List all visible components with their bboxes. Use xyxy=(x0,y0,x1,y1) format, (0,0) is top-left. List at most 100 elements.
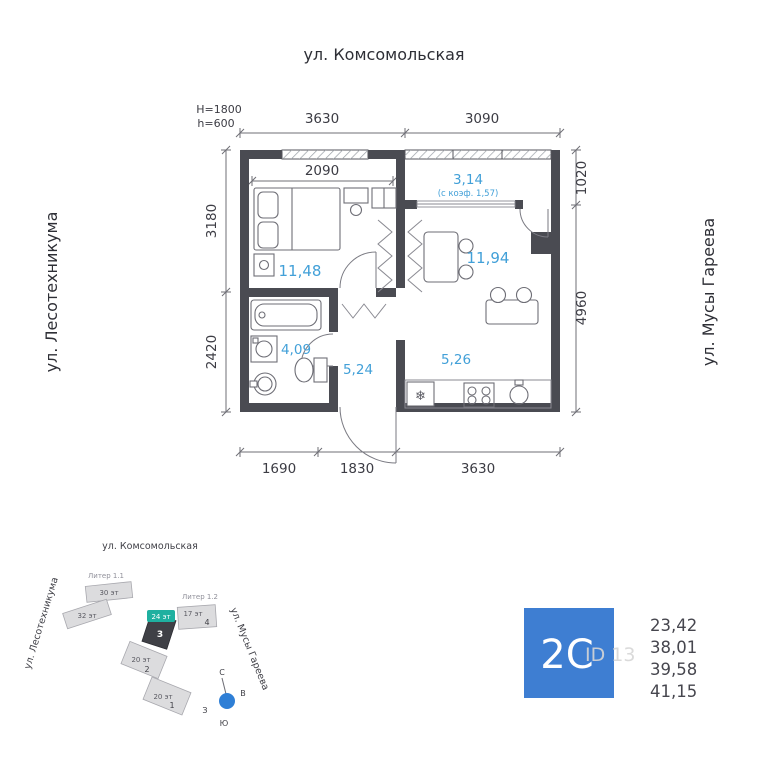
living-area-label: 11,94 xyxy=(467,249,510,267)
closet-symbol xyxy=(341,303,387,319)
washing-machine xyxy=(250,335,278,363)
window-spec-note: H=1800 h=600 xyxy=(196,103,241,130)
dim-left-1: 3180 xyxy=(204,204,220,238)
plan-code-label: 2С xyxy=(540,632,593,678)
desk xyxy=(343,187,369,204)
nightstand xyxy=(253,253,275,277)
building-32 xyxy=(62,598,112,630)
dim-right-2: 4960 xyxy=(574,291,590,325)
chair xyxy=(458,264,474,280)
area-total-3: 39,58 xyxy=(650,660,697,679)
compass-north: С xyxy=(219,668,225,677)
street-label-left: ул. Лесотехникума xyxy=(42,212,61,373)
dim-top-2: 3090 xyxy=(465,111,499,127)
hall-furniture xyxy=(341,303,387,319)
compass-west: З xyxy=(202,706,207,715)
street-label-top: ул. Комсомольская xyxy=(303,45,464,64)
minimap-street-left: ул. Лесотехникума xyxy=(22,576,60,671)
building-24-chip xyxy=(147,610,175,622)
balcony-inner-window xyxy=(416,200,516,208)
window-height-label: H=1800 xyxy=(196,103,241,116)
dim-right-1: 1020 xyxy=(574,161,590,195)
area-total-4: 41,15 xyxy=(650,682,697,701)
chair xyxy=(349,203,363,217)
table xyxy=(423,231,459,283)
dim-top-1: 3630 xyxy=(305,111,339,127)
kitchen-sink xyxy=(509,385,529,405)
street-label-right: ул. Мусы Гареева xyxy=(699,218,718,366)
bedroom-window xyxy=(281,149,369,160)
liter-2-label: Литер 1.2 xyxy=(182,593,218,601)
building-17-floors: 17 эт xyxy=(183,610,202,618)
entrance-door xyxy=(339,406,397,464)
building-24-floors: 24 эт xyxy=(151,613,170,621)
dim-bottom-2: 1830 xyxy=(340,461,374,477)
building-20b-plot: 1 xyxy=(169,701,174,710)
compass-east: В xyxy=(240,689,246,698)
bathtub xyxy=(250,299,322,331)
closet-symbol xyxy=(377,219,393,293)
minimap-street-top: ул. Комсомольская xyxy=(102,541,198,552)
windows xyxy=(281,149,552,208)
bed xyxy=(253,187,341,251)
balcony-area-label: 3,14 xyxy=(453,172,483,188)
pillow xyxy=(257,221,279,249)
building-24-plot: 3 xyxy=(157,630,163,640)
pillow xyxy=(257,191,279,219)
building-20a xyxy=(120,640,168,680)
compass: С В З Ю xyxy=(202,668,245,728)
bedroom-door xyxy=(339,251,377,289)
minimap-street-right: ул. Мусы Гареева xyxy=(228,606,271,692)
stool xyxy=(489,286,507,304)
bathroom-fixtures xyxy=(249,299,328,396)
kitchen-fixtures: ❄ xyxy=(404,379,552,409)
building-30 xyxy=(84,581,134,603)
kitchen-counter xyxy=(404,379,552,409)
bathroom-area-label: 4,09 xyxy=(281,342,311,358)
toilet xyxy=(294,357,314,383)
balcony-door xyxy=(519,208,549,238)
site-minimap: ул. Комсомольская ул. Лесотехникума ул. … xyxy=(22,541,271,728)
balcony-coef-note: (с коэф. 1,57) xyxy=(438,189,499,199)
dim-bottom-1: 1690 xyxy=(262,461,296,477)
fridge-icon: ❄ xyxy=(415,389,426,404)
tap xyxy=(249,380,258,388)
dim-bedroom-width: 2090 xyxy=(305,163,339,179)
room-area-labels: 11,48 3,14 (с коэф. 1,57) 11,94 4,09 5,2… xyxy=(279,172,510,378)
area-total-2: 38,01 xyxy=(650,638,697,657)
stove xyxy=(463,382,495,408)
compass-dot xyxy=(219,693,235,709)
building-20b xyxy=(142,676,192,716)
tap xyxy=(514,379,524,386)
vent-shaft xyxy=(531,232,551,254)
building-20a-plot: 2 xyxy=(144,665,149,674)
liter-1-label: Литер 1.1 xyxy=(88,572,124,580)
toilet-tank xyxy=(313,357,328,383)
kitchen-area-label: 5,26 xyxy=(441,352,471,368)
plan-code-badge[interactable] xyxy=(524,608,614,698)
dim-bottom-3: 3630 xyxy=(461,461,495,477)
chair xyxy=(458,238,474,254)
living-furniture xyxy=(407,219,539,325)
building-17 xyxy=(176,604,218,630)
dimension-lines: 3630 3090 3180 2420 1020 4960 1690 1830 xyxy=(204,111,590,477)
compass-south: Ю xyxy=(220,719,229,728)
bedroom-furniture xyxy=(253,187,397,293)
building-20b-floors: 20 эт xyxy=(153,693,172,701)
hall-area-label: 5,24 xyxy=(343,362,373,378)
area-total-1: 23,42 xyxy=(650,616,697,635)
fridge xyxy=(406,381,435,407)
building-17-plot: 4 xyxy=(204,618,209,627)
watermark-text: ID 13 xyxy=(585,644,635,666)
bedroom-area-label: 11,48 xyxy=(279,262,322,280)
balcony-glazing xyxy=(404,149,552,160)
building-30-floors: 30 эт xyxy=(99,589,118,597)
building-20a-floors: 20 эт xyxy=(131,656,150,664)
closet-symbol xyxy=(407,219,423,293)
building-32-floors: 32 эт xyxy=(77,612,96,620)
bar-table xyxy=(485,299,539,325)
window-sill-label: h=600 xyxy=(197,117,234,130)
summary-card: 2С ID 13 23,42 38,01 39,58 41,15 xyxy=(524,608,697,701)
dim-left-2: 2420 xyxy=(204,335,220,369)
